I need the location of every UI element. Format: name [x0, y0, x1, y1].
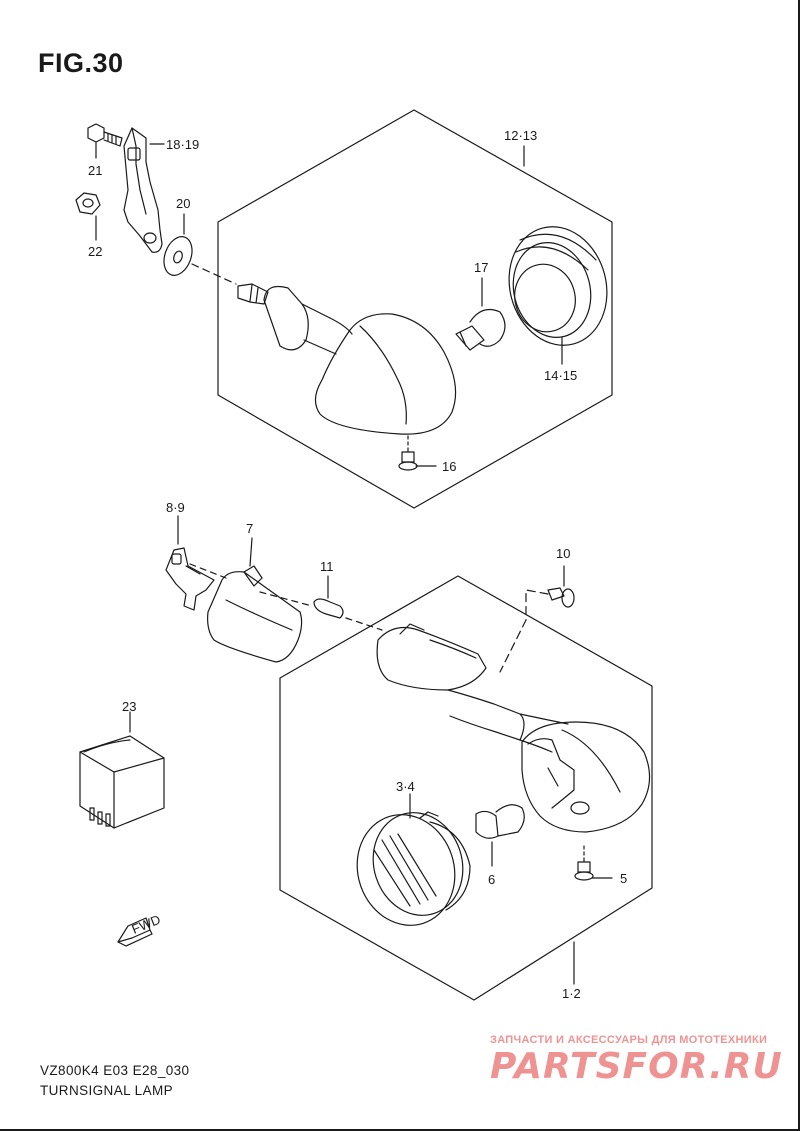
- bulb-11-part: [313, 575, 344, 619]
- callout-12-13: 12·13: [504, 128, 537, 143]
- fwd-label: FWD: [130, 912, 163, 937]
- callout-22: 22: [88, 244, 102, 259]
- callout-8-9: 8·9: [166, 500, 185, 515]
- callout-21: 21: [88, 163, 102, 178]
- relay-23-part: [79, 711, 165, 829]
- nut-22-part: [75, 192, 101, 241]
- cover-7-part: [207, 537, 303, 663]
- callout-23: 23: [122, 699, 136, 714]
- lens-3-4-part: [356, 793, 471, 926]
- bulb-17-part: [455, 277, 506, 351]
- callout-1-2: 1·2: [562, 986, 581, 1001]
- figure-caption: TURNSIGNAL LAMP: [40, 1083, 174, 1098]
- model-code: VZ800K4 E03 E28_030: [40, 1063, 190, 1078]
- screw-16-part: [398, 435, 437, 471]
- lower-assembly-frame: [279, 575, 653, 1001]
- bolt-21-part: [87, 123, 123, 159]
- bulb-6-part: [475, 804, 525, 867]
- callout-3-4: 3·4: [396, 779, 415, 794]
- lens-14-15-part: [508, 226, 608, 365]
- callout-11: 11: [320, 559, 334, 574]
- mounting-bracket-part: [123, 127, 165, 253]
- callout-7: 7: [246, 521, 253, 536]
- front-bracket-8-9-part: [165, 515, 215, 611]
- callout-5: 5: [620, 871, 627, 886]
- callout-20: 20: [176, 196, 190, 211]
- callout-14-15: 14·15: [544, 368, 577, 383]
- screw-10-part: [499, 565, 575, 673]
- upper-assembly-frame: [217, 109, 613, 509]
- screw-5-part: [574, 845, 613, 881]
- callout-17: 17: [474, 260, 488, 275]
- upper-turnsignal-lamp-body: [237, 283, 457, 435]
- lower-turnsignal-lamp-body: [376, 623, 651, 833]
- callout-18-19: 18·19: [166, 137, 199, 152]
- fwd-arrow-icon: [117, 917, 153, 947]
- callout-10: 10: [556, 546, 570, 561]
- figure-title: FIG.30: [38, 48, 124, 78]
- callout-6: 6: [488, 872, 495, 887]
- watermark-logo: PARTSFOR.RU: [490, 1046, 783, 1087]
- callout-16: 16: [442, 459, 456, 474]
- watermark-tagline: ЗАПЧАСТИ И АКСЕССУАРЫ ДЛЯ МОТОТЕХНИКИ: [490, 1034, 768, 1046]
- washer-20-part: [163, 213, 193, 276]
